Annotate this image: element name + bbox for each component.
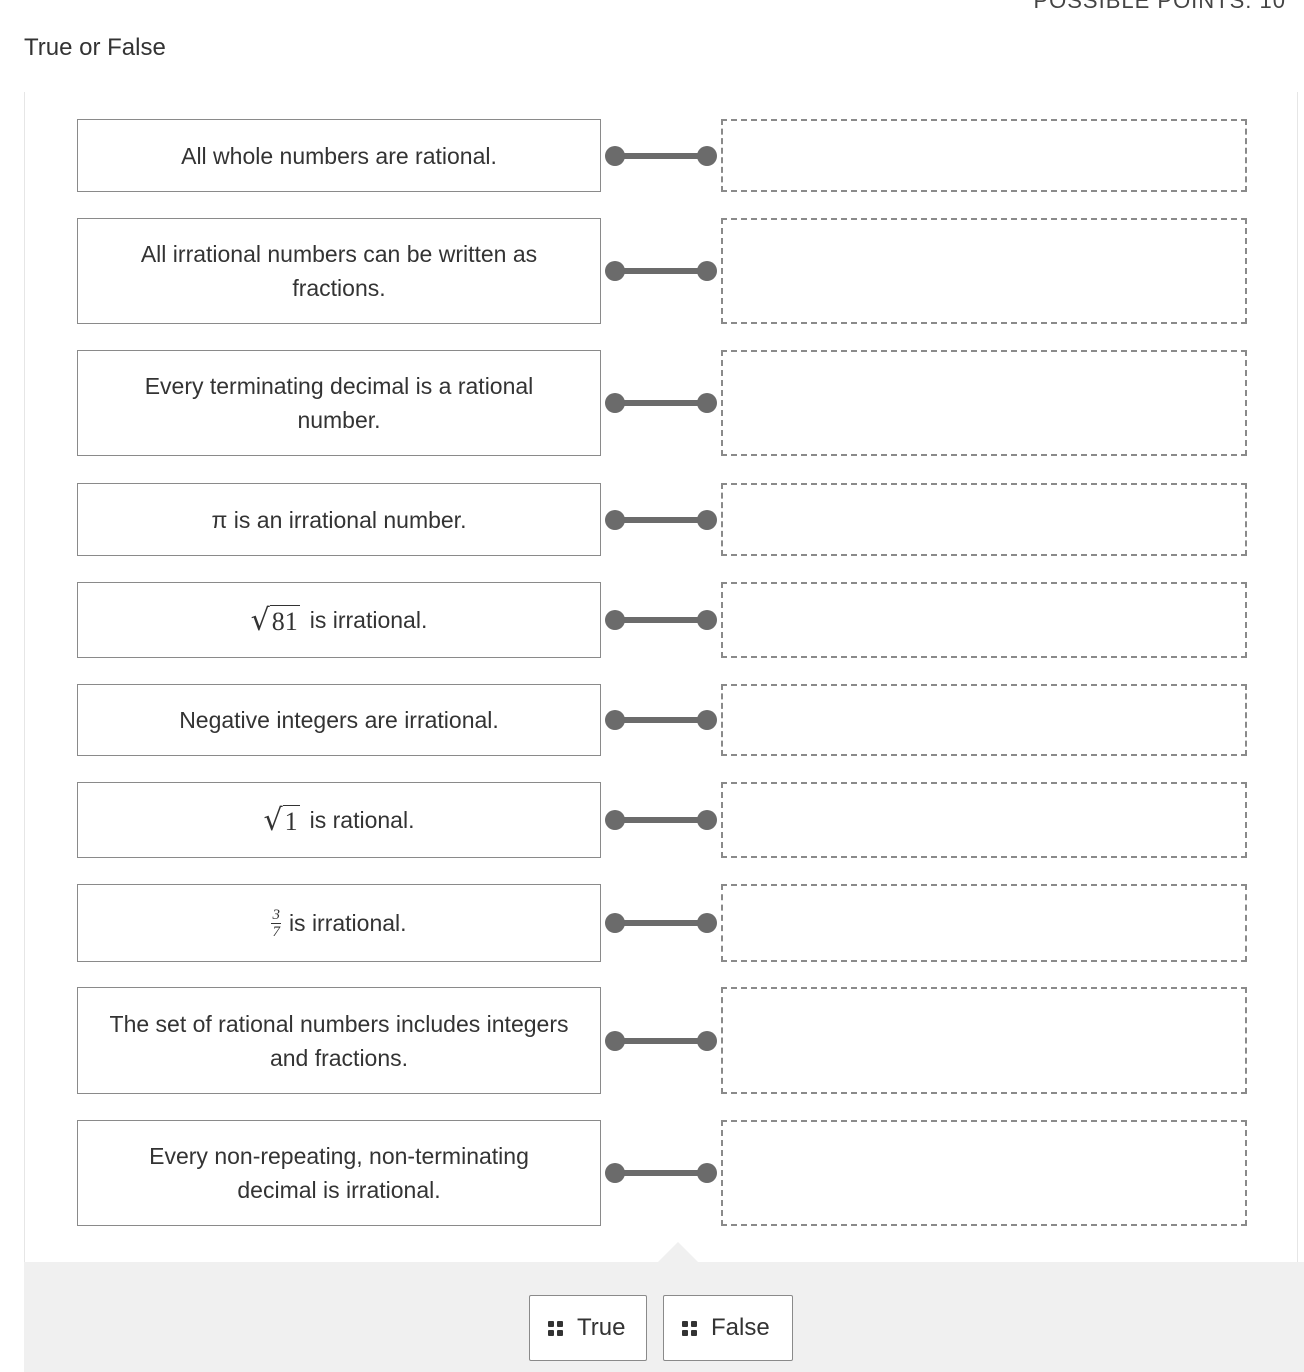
statement-text: is irrational.: [288, 910, 407, 936]
match-row: The set of rational numbers includes int…: [25, 987, 1297, 1094]
answer-drop-zone[interactable]: [721, 987, 1247, 1094]
match-row: All irrational numbers can be written as…: [25, 218, 1297, 324]
match-row: Negative integers are irrational.: [25, 684, 1297, 756]
statement-text: Every non-repeating, non-terminating dec…: [149, 1143, 529, 1203]
radicand: 1: [282, 804, 300, 836]
fraction-numerator: 3: [271, 906, 281, 924]
statement-card: All irrational numbers can be written as…: [77, 218, 601, 324]
statement-text: π is an irrational number.: [211, 506, 467, 533]
match-row: π is an irrational number.: [25, 483, 1297, 556]
connector-line: [605, 810, 717, 830]
statement-card: √1 is rational.: [77, 782, 601, 858]
answer-bank: True False: [24, 1242, 1304, 1372]
statement-text: Every terminating decimal is a rational …: [144, 373, 534, 433]
answer-drop-zone[interactable]: [721, 218, 1247, 324]
drag-handle-icon: [548, 1320, 563, 1336]
answer-drop-zone[interactable]: [721, 1120, 1247, 1226]
connector-line: [605, 145, 717, 166]
connector-line: [605, 710, 717, 730]
answer-drop-zone[interactable]: [721, 350, 1247, 456]
answer-drop-zone[interactable]: [721, 119, 1247, 192]
radical-sign: √: [263, 802, 283, 838]
connector-line: [605, 1030, 717, 1051]
statement-card: Every terminating decimal is a rational …: [77, 350, 601, 456]
answer-chip-false[interactable]: False: [663, 1295, 793, 1361]
connector-line: [605, 610, 717, 630]
radical-sign: √: [250, 602, 270, 638]
statement-text: is irrational.: [309, 607, 428, 633]
match-row: Every non-repeating, non-terminating dec…: [25, 1120, 1297, 1226]
connector-line: [605, 393, 717, 413]
connector-line: [605, 1163, 717, 1183]
connector-line: [605, 509, 717, 530]
answer-chip-label: True: [577, 1314, 626, 1341]
match-row: Every terminating decimal is a rational …: [25, 350, 1297, 456]
radicand: 81: [269, 604, 300, 636]
square-root-expression: √1: [263, 802, 300, 838]
connector-line: [605, 261, 717, 281]
statement-card: √81 is irrational.: [77, 582, 601, 658]
statement-text: All whole numbers are rational.: [181, 142, 497, 169]
square-root-expression: √81: [250, 602, 300, 638]
statement-text: is rational.: [309, 807, 415, 833]
drag-handle-icon: [682, 1320, 697, 1336]
fraction: 3 7: [271, 907, 281, 940]
statement-card: All whole numbers are rational.: [77, 119, 601, 192]
statement-card: The set of rational numbers includes int…: [77, 987, 601, 1094]
answer-drop-zone[interactable]: [721, 582, 1247, 658]
matching-panel: All whole numbers are rational. All irra…: [24, 92, 1298, 1262]
answer-drop-zone[interactable]: [721, 782, 1247, 858]
statement-card: π is an irrational number.: [77, 483, 601, 556]
fraction-denominator: 7: [272, 923, 280, 940]
statement-text: All irrational numbers can be written as…: [140, 241, 538, 301]
answer-drop-zone[interactable]: [721, 884, 1247, 962]
question-title: True or False: [24, 34, 166, 61]
statement-text: Negative integers are irrational.: [179, 707, 499, 733]
match-row: All whole numbers are rational.: [25, 119, 1297, 192]
statement-card: Every non-repeating, non-terminating dec…: [77, 1120, 601, 1226]
match-row: √1 is rational.: [25, 782, 1297, 858]
possible-points: POSSIBLE POINTS: 10: [1033, 0, 1286, 13]
answer-drop-zone[interactable]: [721, 684, 1247, 756]
answer-bank-pointer: [658, 1242, 698, 1262]
connector-line: [605, 913, 717, 933]
statement-card: Negative integers are irrational.: [77, 684, 601, 756]
statement-card: 3 7 is irrational.: [77, 884, 601, 962]
answer-drop-zone[interactable]: [721, 483, 1247, 556]
statement-text: The set of rational numbers includes int…: [109, 1010, 569, 1071]
match-row: 3 7 is irrational.: [25, 884, 1297, 962]
answer-chip-label: False: [711, 1314, 770, 1341]
match-row: √81 is irrational.: [25, 582, 1297, 658]
answer-chip-true[interactable]: True: [529, 1295, 647, 1361]
